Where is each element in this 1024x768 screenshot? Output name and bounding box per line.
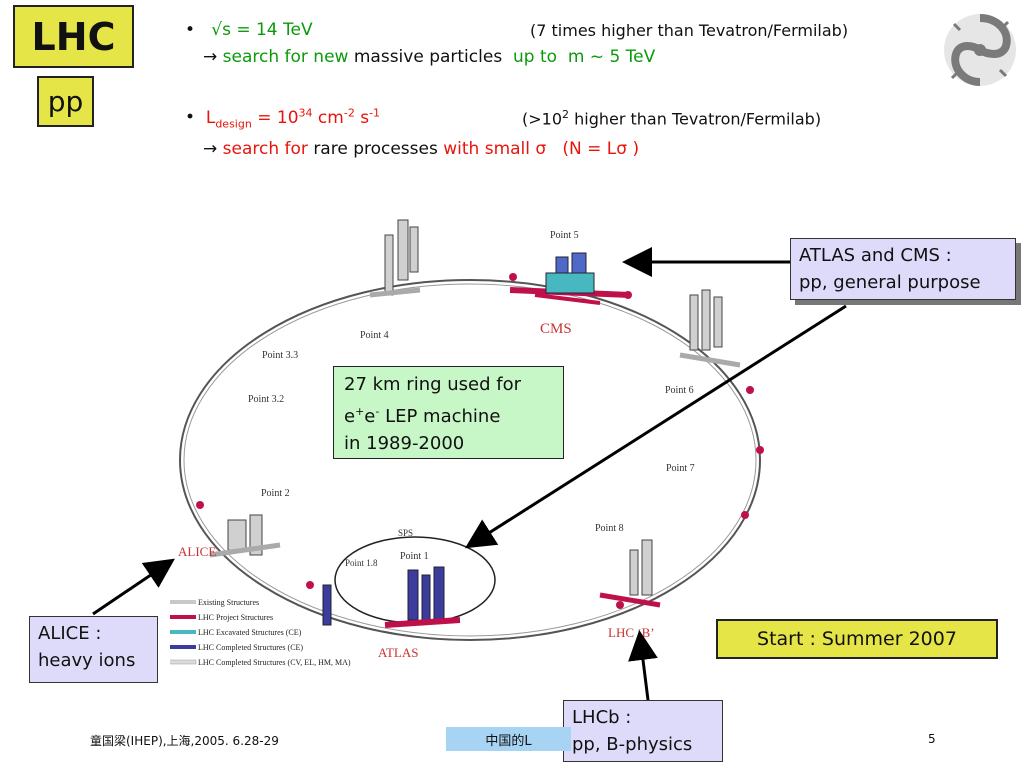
- callout-line: ALICE :: [38, 623, 102, 644]
- point4-label: Point 4: [360, 330, 389, 341]
- point2-label: Point 2: [261, 488, 290, 499]
- arrow-icon: →: [203, 139, 218, 159]
- bullet-dot: •: [185, 20, 206, 40]
- callout-line: pp, B-physics: [572, 734, 693, 755]
- ihep-logo-icon: [944, 14, 1016, 86]
- lhcb-callout: LHCb : pp, B-physics: [563, 700, 723, 762]
- legend-swatch: [170, 659, 197, 665]
- callout-line: heavy ions: [38, 650, 136, 671]
- atlas-cms-callout: ATLAS and CMS : pp, general purpose: [790, 238, 1016, 300]
- legend-swatch: [170, 630, 196, 634]
- bullet-2-line-2: → search for rare processes with small σ…: [203, 139, 639, 159]
- lep-ring-callout: 27 km ring used for e+e- LEP machine in …: [333, 366, 564, 459]
- callout-line: ATLAS and CMS :: [799, 245, 952, 266]
- lhc-ring: [179, 279, 761, 641]
- arrow-to-alice: [92, 558, 175, 616]
- cms-structures: [509, 252, 631, 305]
- point1-label: Point 1: [400, 551, 429, 562]
- lhc-ring-diagram: Point 5 CMS Point 4 Point 3.3 Point 3.2 …: [170, 219, 764, 667]
- legend-swatch: [170, 645, 196, 649]
- point7-label: Point 7: [666, 463, 695, 474]
- point18-label: Point 1.8: [345, 558, 378, 568]
- energy-text: √s = 14 TeV: [211, 20, 313, 40]
- energy-note: (7 times higher than Tevatron/Fermilab): [530, 21, 849, 40]
- page-number: 5: [928, 732, 936, 746]
- point6-structures: [679, 289, 741, 368]
- alice-label: ALICE: [178, 544, 216, 559]
- search-for-text: search for: [222, 139, 308, 159]
- bullet-2-line-1: • Ldesign = 1034 cm-2 s-1: [185, 106, 381, 131]
- callout-line: 27 km ring used for: [344, 374, 522, 395]
- slide-subtitle: pp: [37, 76, 94, 127]
- search-new-text: search for new: [222, 47, 349, 67]
- bullet-1-line-1: • √s = 14 TeV: [185, 20, 313, 40]
- legend-label: LHC Project Structures: [198, 613, 273, 622]
- callout-line: e+e- LEP machine: [344, 405, 501, 427]
- slide-title: LHC: [13, 5, 134, 68]
- rare-processes-text: rare processes: [313, 139, 438, 159]
- atlas-structures: [322, 566, 461, 628]
- point6-label: Point 6: [665, 385, 694, 396]
- start-date-box: Start : Summer 2007: [716, 619, 998, 659]
- bullet-1-line-2: → search for new massive particles up to…: [203, 47, 655, 67]
- callout-line: pp, general purpose: [799, 272, 981, 293]
- luminosity-text: Ldesign = 1034 cm-2 s-1: [205, 106, 381, 131]
- alice-callout: ALICE : heavy ions: [29, 616, 158, 683]
- point32-label: Point 3.2: [248, 394, 284, 405]
- point4-structures: [369, 219, 421, 298]
- legend-swatch: [170, 615, 196, 619]
- mass-text: m ~ 5 TeV: [567, 47, 656, 67]
- event-rate-text: (N = Lσ ): [562, 139, 640, 159]
- legend-label: LHC Completed Structures (CE): [198, 643, 303, 652]
- legend-label: LHC Completed Structures (CV, EL, HM, MA…: [198, 658, 351, 667]
- sps-label: SPS: [398, 528, 413, 538]
- point33-label: Point 3.3: [262, 350, 298, 361]
- point8-structures: [599, 539, 661, 608]
- diagram-legend: Existing Structures LHC Project Structur…: [170, 598, 351, 667]
- point8-label: Point 8: [595, 523, 624, 534]
- callout-line: LHCb :: [572, 707, 632, 728]
- legend-label: Existing Structures: [198, 598, 259, 607]
- cms-label: CMS: [540, 321, 572, 337]
- legend-label: LHC Excavated Structures (CE): [198, 628, 302, 637]
- arrow-to-atlas: [464, 304, 847, 549]
- arrow-icon: →: [203, 47, 218, 67]
- point5-label: Point 5: [550, 230, 579, 241]
- massive-particles-text: massive particles: [353, 47, 503, 67]
- luminosity-note: (>102 higher than Tevatron/Fermilab): [522, 108, 822, 129]
- footer-title: 中国的L: [446, 727, 571, 751]
- legend-swatch: [170, 600, 196, 604]
- atlas-label: ATLAS: [378, 645, 418, 660]
- callout-line: in 1989-2000: [344, 433, 465, 454]
- footer-author: 童国梁(IHEP),上海,2005. 6.28-29: [90, 734, 279, 748]
- arrow-to-lhcb: [628, 630, 658, 701]
- alice-structures: [209, 514, 281, 558]
- up-to-text: up to: [512, 47, 558, 67]
- small-sigma-text: with small σ: [443, 139, 547, 159]
